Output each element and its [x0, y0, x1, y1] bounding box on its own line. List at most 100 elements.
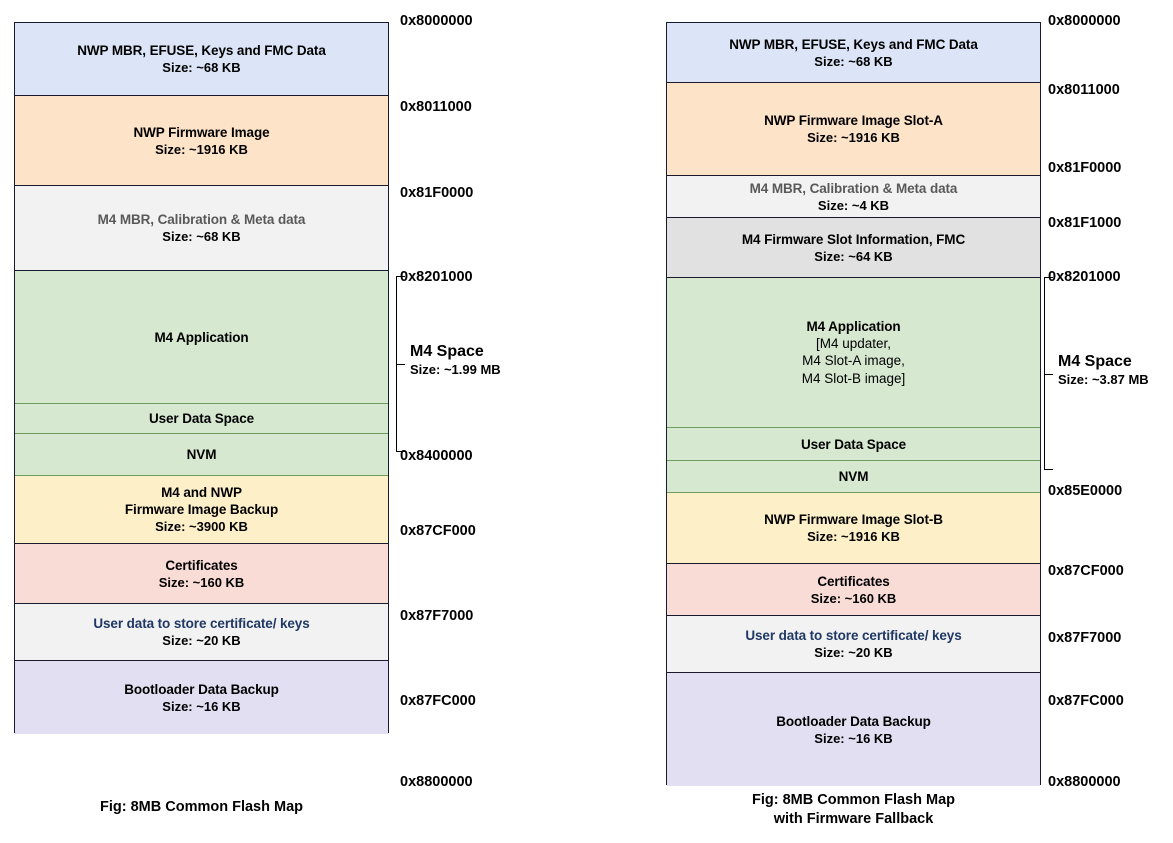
memory-block-size: Size: ~68 KB: [814, 53, 893, 69]
bracket-tick-top: [396, 276, 405, 277]
memory-block: NWP Firmware Image Slot-A Size: ~1916 KB: [667, 83, 1040, 176]
address-label: 0x81F0000: [1048, 160, 1122, 176]
bracket-tick-mid: [396, 364, 405, 365]
address-label: 0x8201000: [400, 269, 473, 285]
bracket-title: M4 Space: [410, 343, 484, 360]
memory-block-size: Size: ~3900 KB: [155, 519, 248, 534]
address-label: 0x87FC000: [1048, 693, 1124, 709]
bracket-size: Size: ~3.87 MB: [1058, 371, 1149, 387]
memory-block-title: User Data Space: [148, 411, 255, 426]
address-label: 0x87F7000: [1048, 630, 1122, 646]
memory-block-title: M4 Application: [154, 329, 249, 345]
memory-block-size: Size: ~64 KB: [814, 248, 893, 264]
memory-block-title: User Data Space: [800, 436, 907, 452]
bracket-title: M4 Space: [1058, 352, 1132, 370]
memory-block-size: Size: ~68 KB: [162, 60, 241, 75]
memory-block-title: M4 Firmware Slot Information, FMC: [741, 231, 966, 247]
bracket-tick-bottom: [1044, 469, 1053, 470]
memory-block: User Data Space: [667, 428, 1040, 461]
address-label: 0x8800000: [400, 774, 473, 790]
address-label: 0x8011000: [400, 99, 472, 115]
memory-block-title: M4 and NWP: [161, 485, 242, 500]
figure-caption-line1: Fig: 8MB Common Flash Map: [100, 799, 303, 815]
address-label: 0x8000000: [1048, 13, 1121, 29]
memory-block-title: M4 MBR, Calibration & Meta data: [97, 212, 306, 227]
memory-block-title-line2: Firmware Image Backup: [124, 502, 279, 517]
memory-block-title: NWP Firmware Image Slot-A: [764, 113, 943, 128]
address-label: 0x81F1000: [1048, 215, 1122, 231]
bracket-tick-bottom: [396, 451, 405, 452]
address-label: 0x87CF000: [400, 523, 476, 539]
memory-block-size: Size: ~160 KB: [810, 590, 897, 606]
memory-block-title: User data to store certificate/ keys: [745, 628, 962, 643]
memory-block-size: Size: ~16 KB: [162, 698, 241, 714]
memory-block-title: NVM: [838, 469, 869, 484]
address-label: 0x85E0000: [1048, 483, 1123, 499]
memory-block: NWP Firmware Image Slot-B Size: ~1916 KB: [667, 493, 1040, 564]
address-label: 0x87FC000: [400, 693, 476, 709]
memory-block-title: NWP MBR, EFUSE, Keys and FMC Data: [729, 36, 978, 52]
memory-block-title: NWP MBR, EFUSE, Keys and FMC Data: [77, 43, 326, 58]
memory-block: NVM: [15, 434, 388, 476]
memory-block-size: Size: ~160 KB: [158, 574, 245, 590]
memory-block-title: M4 Application: [806, 318, 901, 334]
address-label: 0x8800000: [1048, 774, 1121, 790]
memory-block-size: Size: ~20 KB: [162, 633, 241, 648]
address-label: 0x87F7000: [400, 608, 474, 624]
bracket-tick-top: [1044, 277, 1053, 278]
memory-block-title: NWP Firmware Image Slot-B: [764, 512, 943, 527]
memory-block-title: Certificates: [817, 573, 890, 589]
memory-block-title: Bootloader Data Backup: [124, 681, 279, 697]
memory-block-size: Size: ~1916 KB: [155, 141, 248, 157]
figure-caption-line2: with Firmware Fallback: [773, 811, 934, 827]
address-label: 0x8201000: [1048, 269, 1121, 285]
memory-block: NVM: [667, 461, 1040, 493]
address-label: 0x8000000: [400, 13, 473, 29]
memory-block-size: Size: ~20 KB: [814, 645, 893, 660]
memory-block-title: NVM: [186, 447, 217, 462]
memory-block-title: NWP Firmware Image: [133, 124, 270, 140]
address-label: 0x87CF000: [1048, 563, 1124, 579]
address-label: 0x81F0000: [400, 185, 474, 201]
bracket-tick-mid: [1044, 373, 1053, 375]
memory-block: M4 Application[M4 updater,M4 Slot-A imag…: [667, 278, 1040, 428]
memory-block-size: Size: ~1916 KB: [807, 529, 900, 544]
memory-block-size: Size: ~16 KB: [814, 730, 893, 746]
memory-block-size: Size: ~1916 KB: [807, 130, 900, 145]
memory-block-title: Bootloader Data Backup: [776, 713, 931, 729]
memory-block: User Data Space: [15, 404, 388, 434]
memory-block: M4 Application: [15, 271, 388, 404]
address-label: 0x8011000: [1048, 82, 1120, 98]
memory-block-size: Size: ~68 KB: [162, 229, 241, 244]
memory-block-note: [M4 updater,M4 Slot-A image,M4 Slot-B im…: [801, 335, 906, 386]
memory-block-size: Size: ~4 KB: [817, 197, 890, 213]
memory-block-title: M4 MBR, Calibration & Meta data: [749, 180, 958, 196]
figure-caption-left: Fig: 8MB Common Flash Map: [14, 798, 389, 817]
address-label: 0x8400000: [400, 448, 473, 464]
memory-block-title: User data to store certificate/ keys: [93, 616, 310, 631]
bracket-size: Size: ~1.99 MB: [410, 362, 501, 377]
memory-block-title: Certificates: [165, 557, 238, 573]
